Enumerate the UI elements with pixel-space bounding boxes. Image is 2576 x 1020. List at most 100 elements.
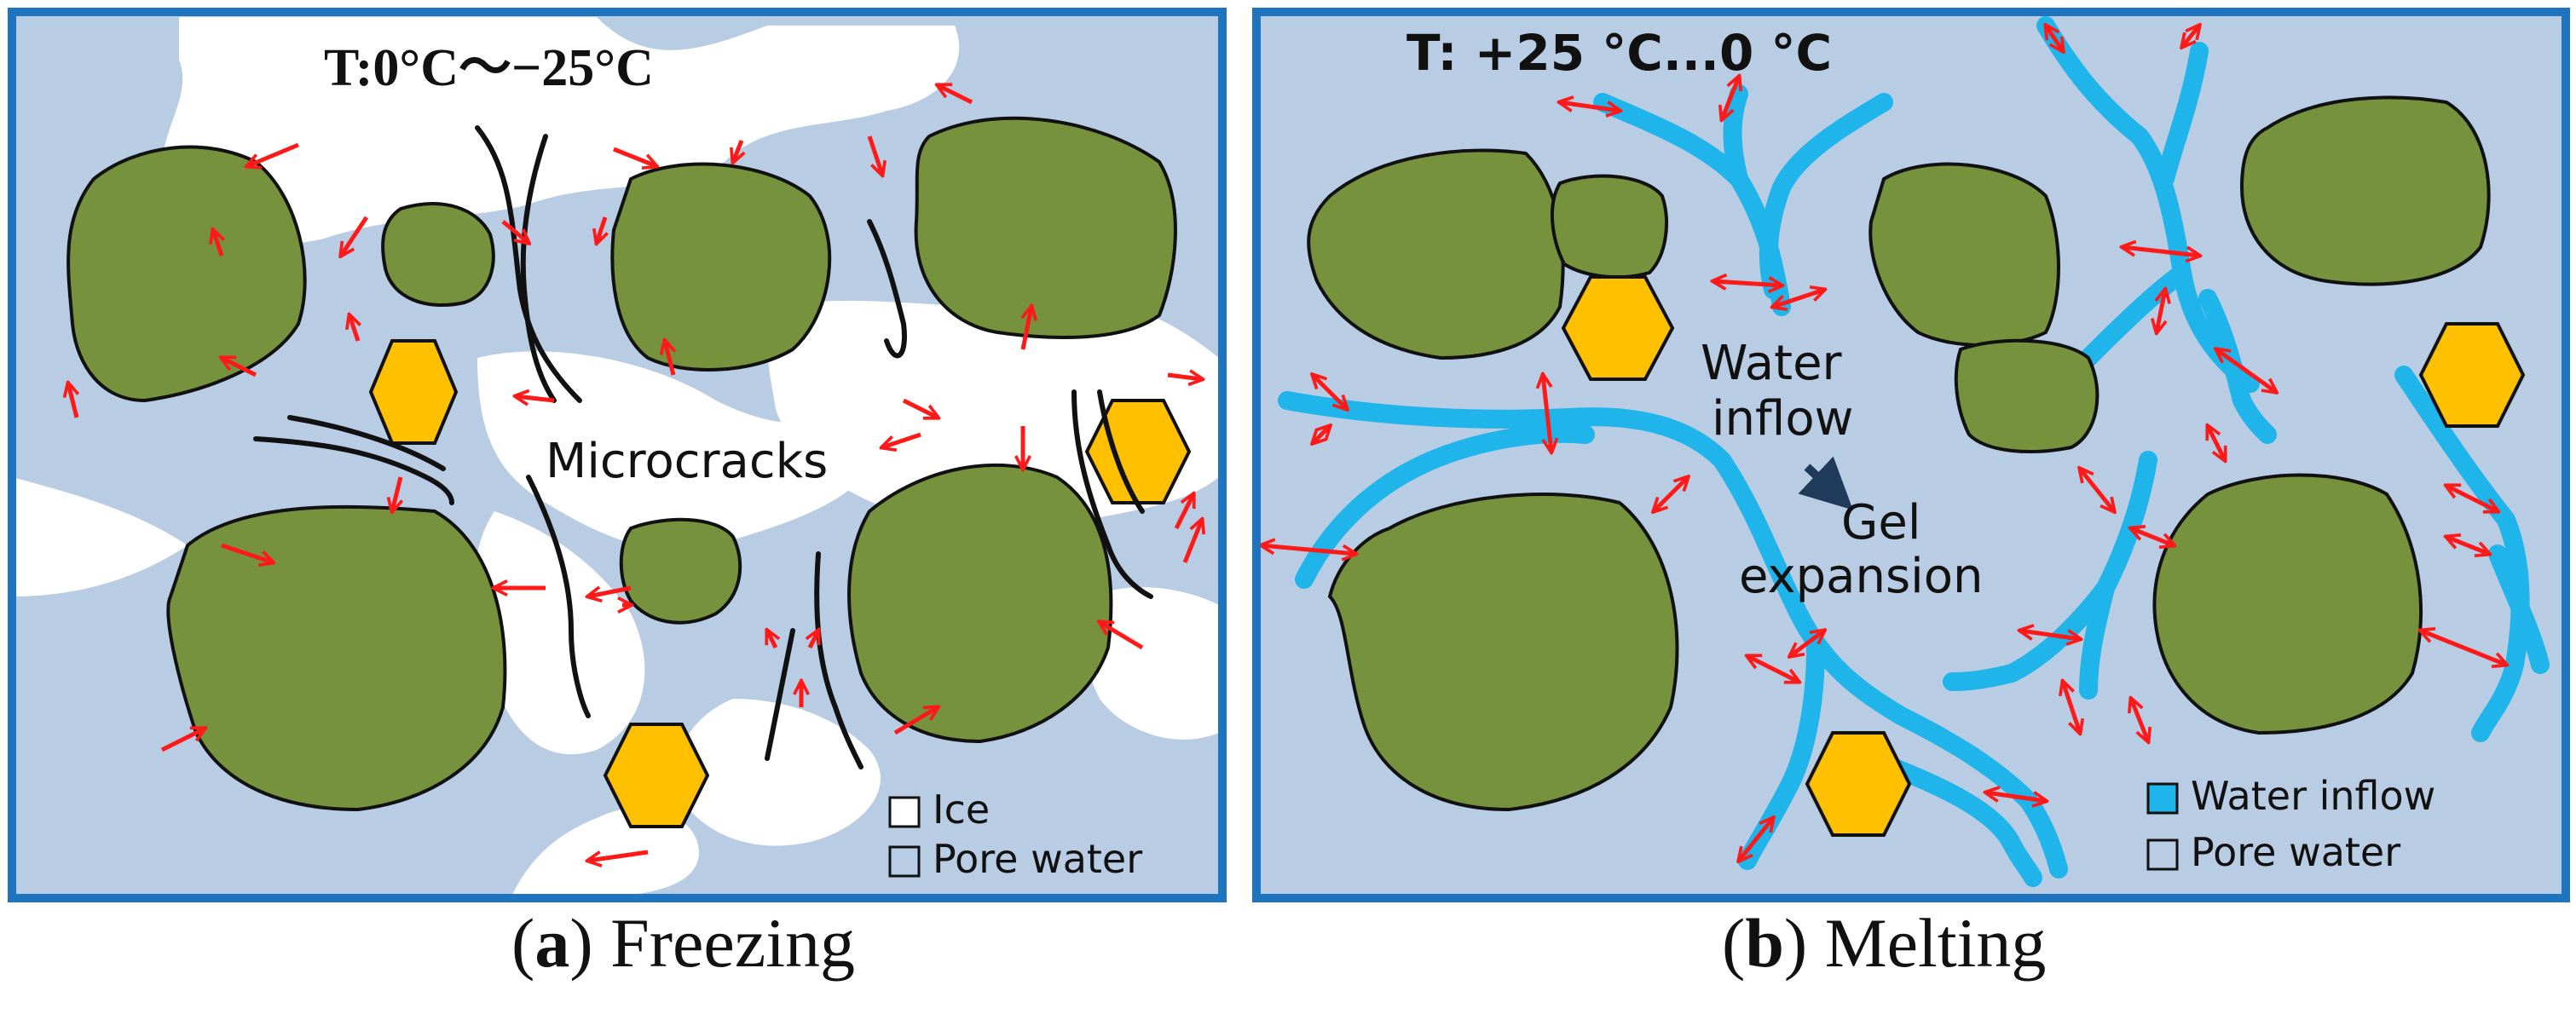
aggregates	[66, 116, 1177, 812]
double-arrow	[1986, 792, 2046, 801]
panel-a-temperature: T:0°C～−25°C	[324, 39, 654, 97]
panel-a-legend: Ice Pore water	[888, 787, 1142, 882]
double-arrow	[1713, 281, 1782, 285]
hexagon	[603, 723, 710, 828]
aggregate	[610, 162, 832, 372]
double-arrow	[1722, 77, 1739, 119]
legend-swatch-pore-water	[888, 845, 921, 878]
arrow	[349, 315, 358, 342]
hexagon	[1805, 731, 1912, 837]
microcracks	[253, 125, 1153, 769]
gel-arrow-icon	[1798, 456, 1853, 510]
arrow	[733, 140, 742, 162]
aggregate	[2152, 473, 2423, 735]
arrow	[213, 230, 222, 256]
channel	[2036, 16, 2260, 393]
label-inflow: inflow	[1712, 391, 1853, 447]
aggregate	[1327, 493, 1679, 812]
crack	[287, 415, 446, 471]
double-arrow	[1773, 290, 1824, 307]
legend-swatch-ice	[888, 796, 921, 828]
microcracks-label: Microcracks	[546, 434, 828, 489]
double-arrow	[1560, 102, 1620, 111]
legend-swatch-water-inflow	[2146, 782, 2179, 815]
hexagon	[2418, 322, 2526, 428]
channel	[1278, 391, 2068, 879]
aggregate	[619, 517, 742, 625]
aggregate	[1551, 174, 1668, 279]
legend-label-water-inflow: Water inflow	[2191, 773, 2435, 819]
double-arrow	[1747, 656, 1799, 682]
arrow	[893, 707, 938, 735]
panel-a-letter: a	[534, 904, 570, 982]
double-arrow	[1313, 375, 1347, 409]
arrow	[392, 476, 401, 511]
legend-swatch-pore-water-b	[2146, 838, 2179, 871]
arrow	[767, 631, 776, 649]
arrow	[810, 631, 818, 649]
channel	[2488, 545, 2550, 674]
aggregate	[2239, 95, 2491, 286]
double-arrow	[2208, 426, 2225, 460]
hexagon	[368, 339, 459, 445]
panel-b-letter: b	[1745, 904, 1784, 982]
panel-a-caption: (a) Freezing	[511, 904, 856, 982]
crack	[867, 219, 907, 359]
label-water: Water	[1701, 336, 1843, 391]
aggregate	[381, 202, 495, 307]
arrow	[341, 216, 369, 256]
double-arrow	[2216, 349, 2276, 392]
channel	[2156, 42, 2209, 188]
arrow	[222, 358, 257, 377]
arrow	[1174, 494, 1193, 530]
arrow	[597, 216, 605, 243]
panel-a: T:0°C～−25°C Microcracks Ice Pore water	[8, 8, 1227, 902]
panel-a-caption-text: Freezing	[610, 904, 856, 982]
aggregate	[166, 504, 507, 812]
double-arrow	[2157, 290, 2165, 332]
water-inflow-label: Water inflow Gel expansion	[1701, 336, 1983, 604]
double-arrow	[1262, 545, 1355, 554]
double-arrow	[2123, 247, 2199, 256]
arrow	[221, 543, 273, 562]
hexagons	[368, 339, 1192, 828]
double-arrow	[2046, 26, 2063, 51]
arrow	[160, 729, 205, 752]
arrow	[882, 432, 921, 447]
panel-b-caption: (b) Melting	[1722, 904, 2047, 982]
arrow	[1182, 520, 1202, 563]
arrow	[588, 850, 649, 861]
legend-label-ice: Ice	[933, 787, 990, 833]
aggregate	[66, 145, 307, 403]
crack	[1071, 389, 1153, 599]
hexagon	[1084, 399, 1192, 504]
double-arrow	[2446, 537, 2489, 554]
channel	[1759, 93, 1893, 299]
double-arrow	[1543, 375, 1551, 452]
double-arrow	[2182, 26, 2199, 47]
double-arrow	[2080, 469, 2114, 511]
crack	[765, 628, 795, 761]
double-arrow	[1739, 818, 1773, 861]
crack	[520, 134, 557, 403]
hexagon	[1561, 275, 1675, 381]
crack	[814, 551, 863, 769]
aggregate	[1954, 338, 2099, 453]
crack	[253, 436, 454, 505]
label-expansion: expansion	[1739, 549, 1983, 604]
channel	[1943, 451, 2157, 691]
panel-b-frame	[1252, 8, 2570, 902]
arrow	[501, 220, 528, 243]
arrow	[1167, 375, 1202, 379]
ice-regions	[12, 17, 1219, 896]
aggregates-b	[1307, 95, 2491, 812]
panel-a-frame	[8, 8, 1227, 902]
double-arrow	[2063, 682, 2080, 733]
double-arrow	[2421, 631, 2506, 665]
hexagons-b	[1561, 275, 2526, 837]
label-gel: Gel	[1841, 495, 1920, 550]
aggregate	[1307, 148, 1565, 360]
channel	[1723, 84, 1748, 188]
crack	[526, 475, 591, 718]
